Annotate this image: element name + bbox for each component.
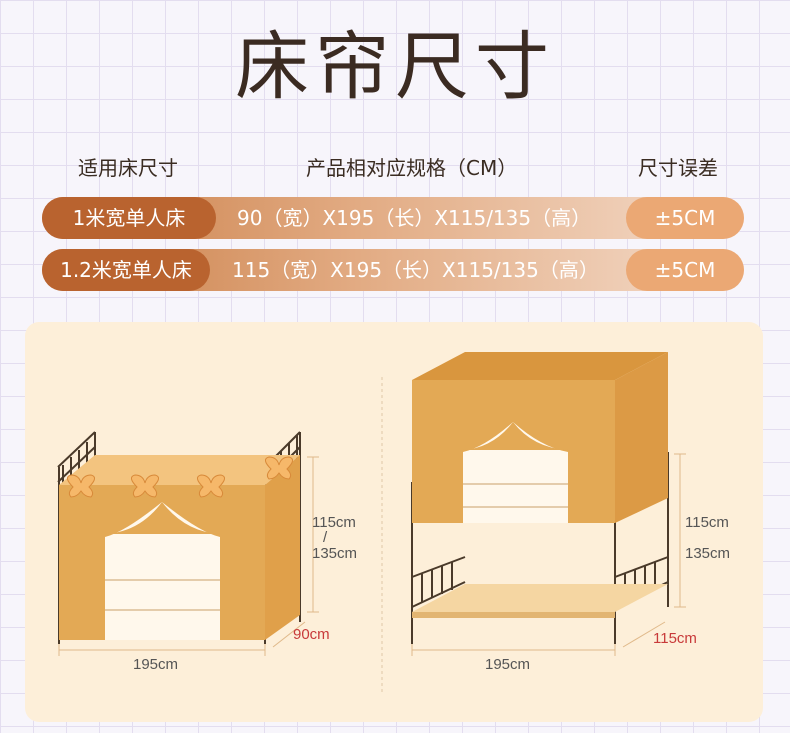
upper-bunk-bed-illustration (411, 352, 686, 656)
bed-diagrams (57, 352, 686, 692)
lower-bunk-bed-illustration (57, 431, 319, 656)
tolerance-value: ±5CM (626, 197, 744, 239)
right-length: 195cm (485, 656, 531, 673)
spec-value: 115（宽）X195（长）X115/135（高） (232, 258, 599, 282)
right-height-a: 115cm (685, 514, 729, 531)
spec-value: 90（宽）X195（长）X115/135（高） (237, 206, 592, 230)
left-length: 195cm (133, 656, 179, 673)
size-row-1-2m: 1.2米宽单人床 115（宽）X195（长）X115/135（高） ±5CM (42, 249, 744, 291)
bed-size-label: 1.2米宽单人床 (42, 249, 210, 291)
left-width: 90cm (293, 626, 330, 643)
left-height-slash: / (323, 529, 328, 546)
bed-size-label: 1米宽单人床 (42, 197, 216, 239)
right-height-b: 135cm (685, 545, 731, 562)
page-title: 床帘尺寸 (235, 24, 555, 110)
header-bed-size: 适用床尺寸 (78, 156, 178, 180)
header-spec: 产品相对应规格（CM） (306, 156, 518, 180)
tolerance-value: ±5CM (626, 249, 744, 291)
right-width: 115cm (653, 630, 697, 647)
left-height-a: 115cm (312, 514, 356, 531)
diagram-panel: 115cm / 135cm 90cm 195cm 115cm 135cm 115… (25, 322, 763, 722)
header-tolerance: 尺寸误差 (638, 156, 718, 180)
left-height-b: 135cm (312, 545, 358, 562)
size-row-1m: 1米宽单人床 90（宽）X195（长）X115/135（高） ±5CM (42, 197, 744, 239)
